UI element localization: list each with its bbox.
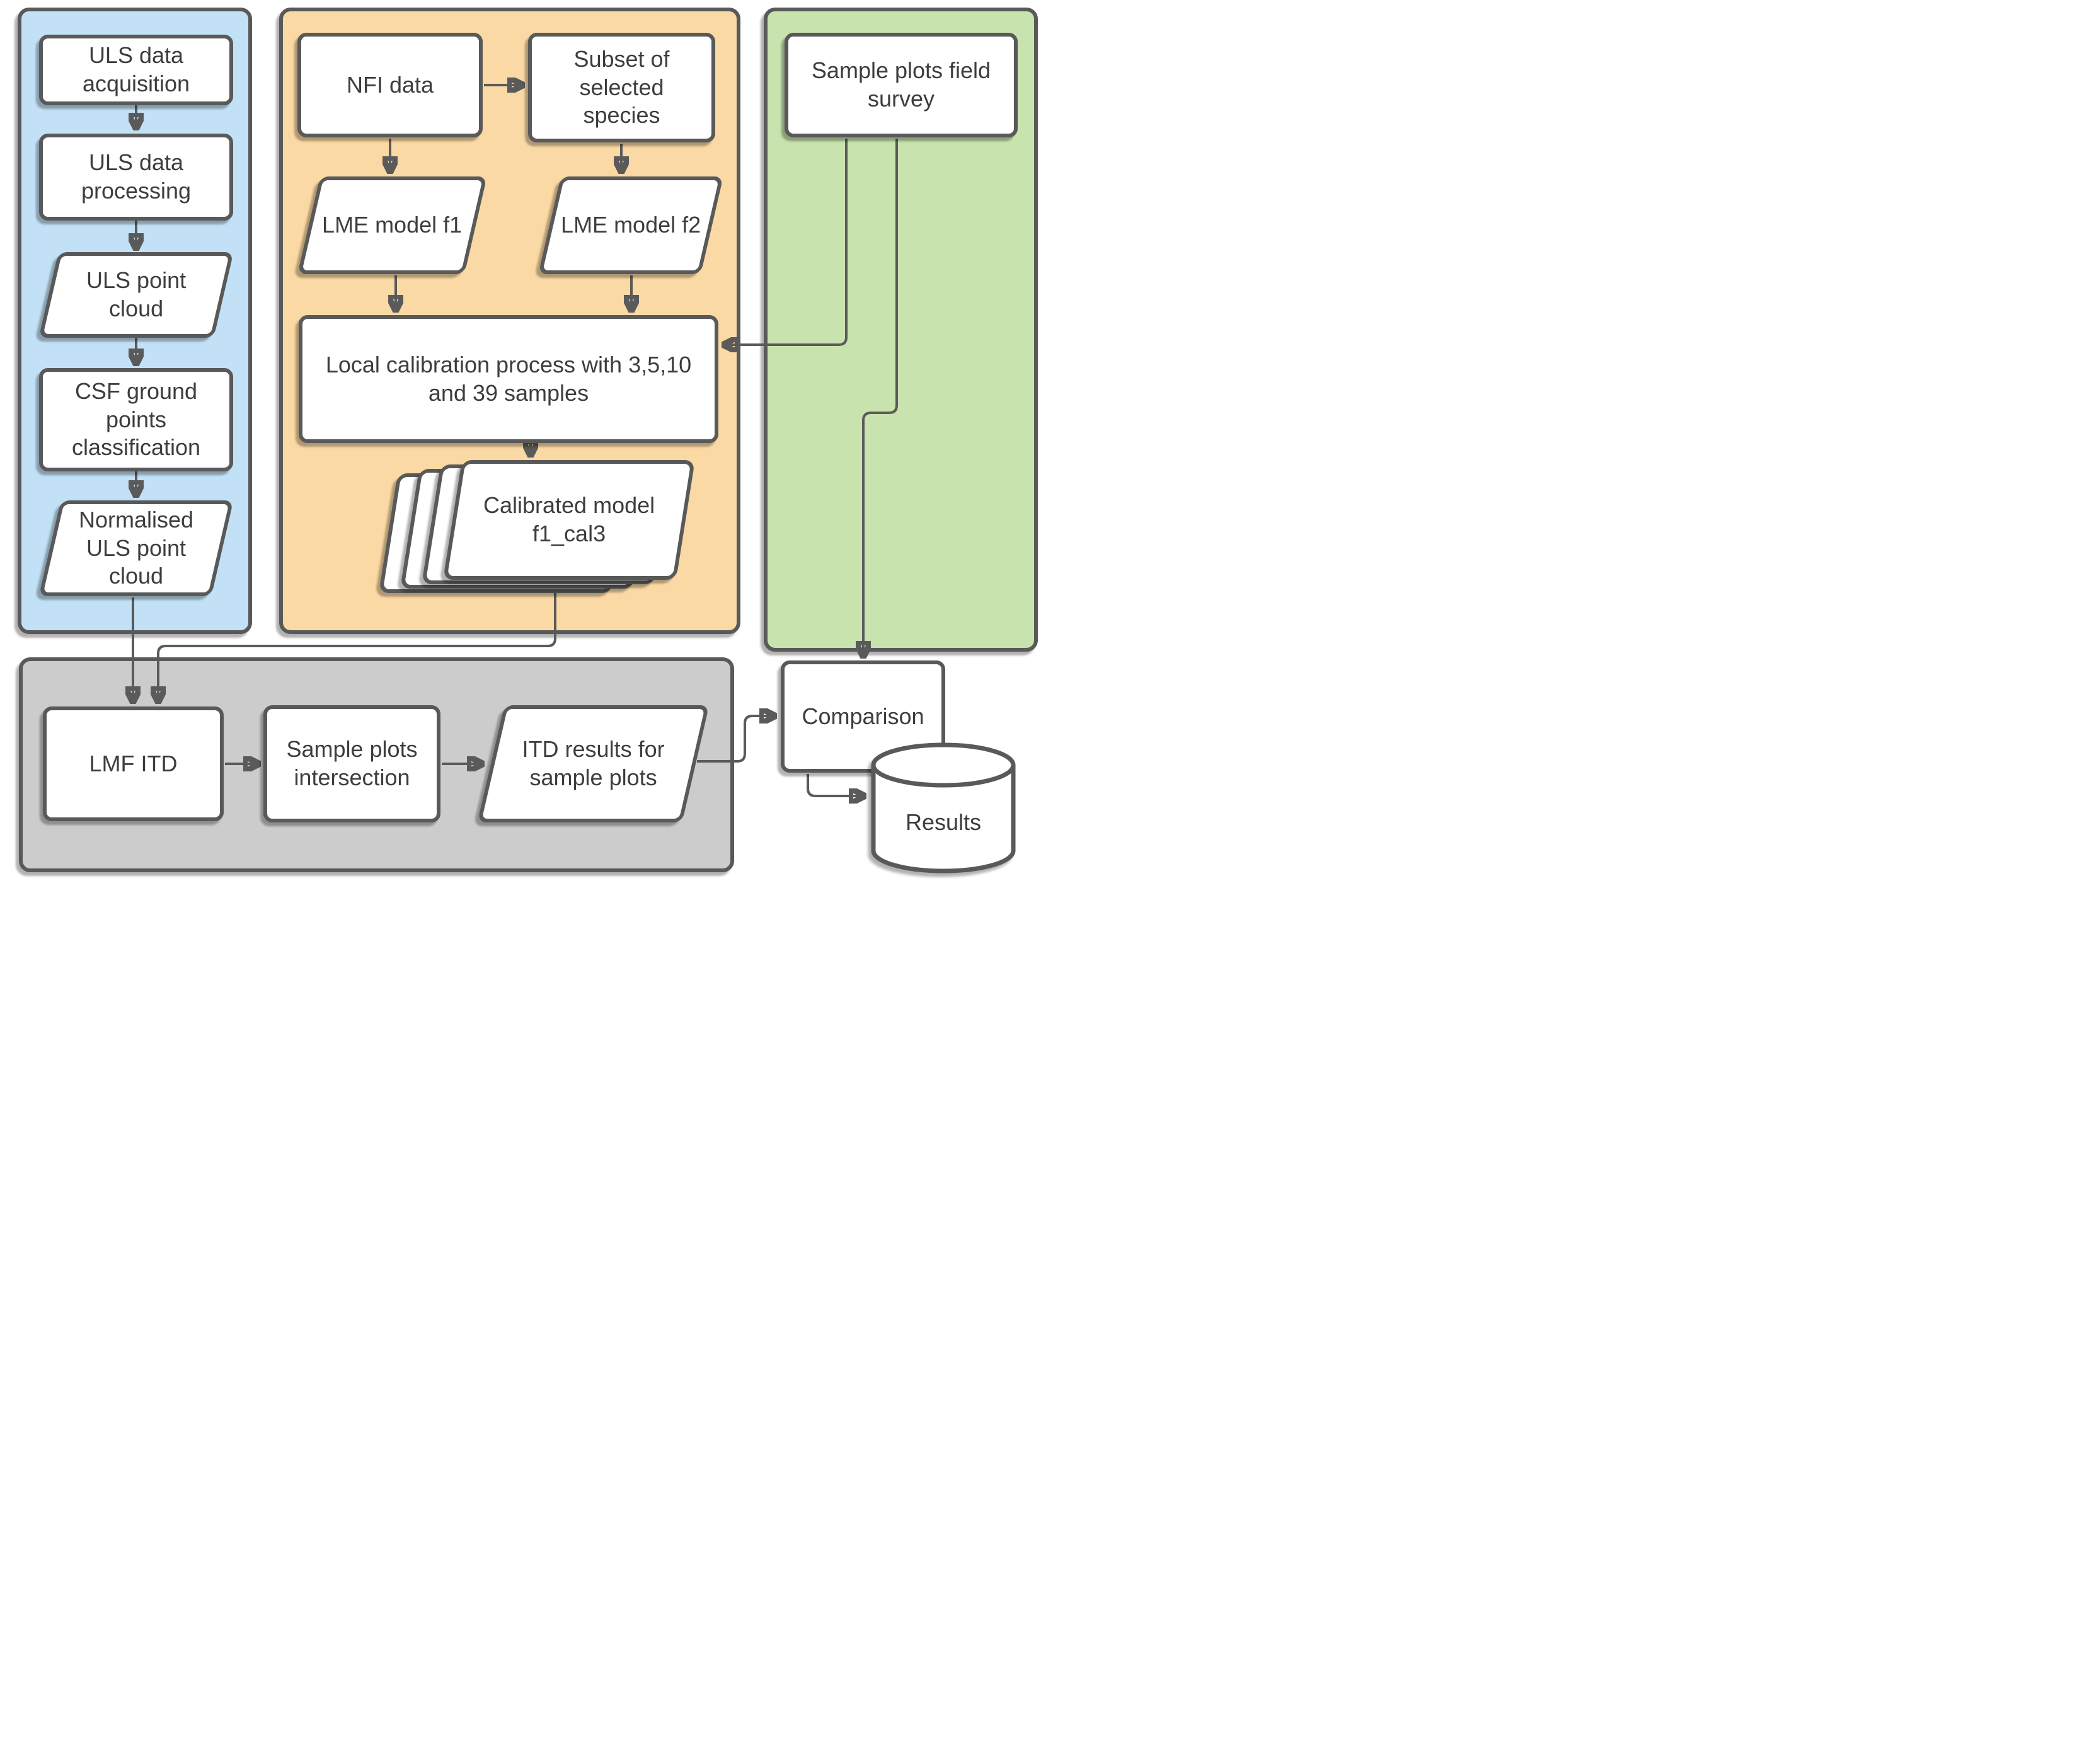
database-cylinder-icon xyxy=(871,742,1016,873)
node-label: Comparison xyxy=(802,703,924,729)
node-label: ITD results for sample plots xyxy=(522,736,665,790)
node-nfi-data: NFI data xyxy=(297,33,483,137)
node-csf-ground-points-classification: CSF ground points classification xyxy=(39,368,233,471)
node-label: NFI data xyxy=(346,71,434,98)
node-subset-selected-species: Subset of selected species xyxy=(528,33,715,142)
node-label: Calibrated model f1_cal3 xyxy=(483,492,655,546)
node-label: Sample plots intersection xyxy=(286,736,418,790)
node-uls-data-processing: ULS data processing xyxy=(39,134,233,221)
node-label: ULS data acquisition xyxy=(82,42,190,96)
node-label: Results xyxy=(905,809,982,835)
node-label: ULS point cloud xyxy=(86,267,187,321)
node-uls-data-acquisition: ULS data acquisition xyxy=(39,35,233,105)
node-label: LME model f2 xyxy=(560,212,701,238)
node-local-calibration-process: Local calibration process with 3,5,10 an… xyxy=(299,315,718,443)
node-itd-results-sample-plots: ITD results for sample plots xyxy=(477,705,710,822)
node-label: LMF ITD xyxy=(89,750,178,776)
arrow-comparison-to-results xyxy=(807,774,865,796)
node-calibrated-model: Calibrated model f1_cal3 xyxy=(442,460,696,580)
node-label: Subset of selected species xyxy=(573,46,670,129)
node-label: ULS data processing xyxy=(81,149,192,204)
node-label: Local calibration process with 3,5,10 an… xyxy=(325,351,692,406)
node-normalised-uls-point-cloud: Normalised ULS point cloud xyxy=(38,500,234,596)
node-lme-model-f2: LME model f2 xyxy=(538,176,723,274)
node-lmf-itd: LMF ITD xyxy=(43,706,224,821)
node-uls-point-cloud: ULS point cloud xyxy=(38,252,234,338)
flowchart-canvas: ULS data acquisition ULS data processing… xyxy=(0,0,1047,882)
node-sample-plots-field-survey: Sample plots field survey xyxy=(785,33,1018,137)
node-label: LME model f1 xyxy=(322,212,463,238)
node-results-database: Results xyxy=(871,741,1016,875)
node-sample-plots-intersection: Sample plots intersection xyxy=(263,705,440,822)
node-label: CSF ground points classification xyxy=(71,378,201,461)
node-label: Sample plots field survey xyxy=(811,57,991,112)
node-lme-model-f1: LME model f1 xyxy=(297,176,487,274)
node-label: Normalised ULS point cloud xyxy=(78,507,194,589)
